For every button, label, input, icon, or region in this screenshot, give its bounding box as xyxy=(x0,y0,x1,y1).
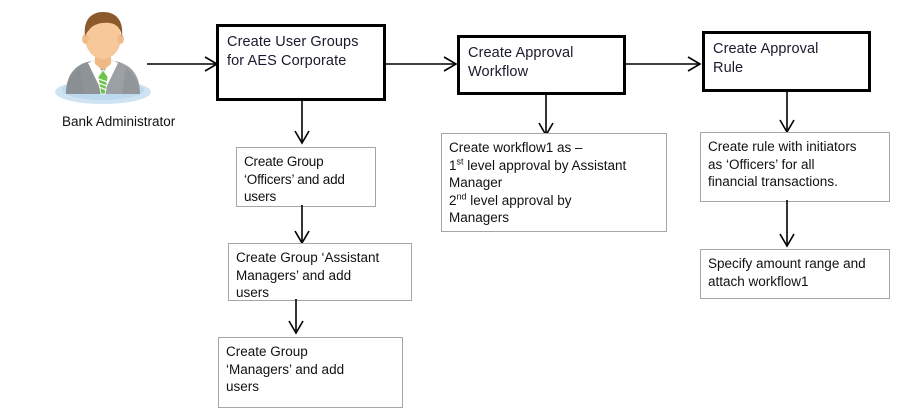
node-rule-initiators-note[interactable]: Create rule with initiators as ‘Officers… xyxy=(700,132,890,202)
node-create-group-officers-label: Create Group ‘Officers’ and add users xyxy=(244,154,345,205)
workflow-note-line-5: Managers xyxy=(449,210,510,226)
connector-rule-to-initiators-note xyxy=(775,90,799,138)
business-person-avatar-icon xyxy=(48,8,158,108)
connector-actor-to-create-user-groups xyxy=(145,52,223,76)
node-workflow-detail-note[interactable]: Create workflow1 as – 1st level approval… xyxy=(441,133,667,232)
node-create-group-assistant-managers[interactable]: Create Group ‘Assistant Managers’ and ad… xyxy=(228,243,412,301)
node-create-approval-workflow-label: Create Approval Workflow xyxy=(468,45,574,80)
workflow-note-line-1: Create workflow1 as – xyxy=(449,140,583,155)
connector-initiators-note-to-amount-note xyxy=(775,200,799,252)
node-rule-amount-note-label: Specify amount range and attach workflow… xyxy=(708,256,866,289)
node-create-approval-rule[interactable]: Create Approval Rule xyxy=(702,31,871,92)
connector-workflow-to-rule xyxy=(624,52,706,76)
actor-label: Bank Administrator xyxy=(62,114,176,129)
node-create-approval-rule-label: Create Approval Rule xyxy=(713,41,819,76)
workflow-note-line-3: Manager xyxy=(449,175,503,191)
node-create-group-assistant-managers-label: Create Group ‘Assistant Managers’ and ad… xyxy=(236,250,380,301)
node-rule-initiators-note-label: Create rule with initiators as ‘Officers… xyxy=(708,139,857,190)
node-create-group-managers[interactable]: Create Group ‘Managers’ and add users xyxy=(218,337,403,408)
workflow-note-line-4: 2nd level approval by xyxy=(449,191,572,208)
node-create-user-groups-label: Create User Groups for AES Corporate xyxy=(227,34,359,69)
connector-user-groups-to-officers xyxy=(290,99,314,149)
node-rule-amount-note[interactable]: Specify amount range and attach workflow… xyxy=(700,249,890,299)
connector-user-groups-to-workflow xyxy=(384,52,462,76)
node-create-user-groups[interactable]: Create User Groups for AES Corporate xyxy=(216,24,386,101)
node-create-group-officers[interactable]: Create Group ‘Officers’ and add users xyxy=(236,147,376,207)
workflow-note-line-2: 1st level approval by Assistant xyxy=(449,156,627,173)
node-create-group-managers-label: Create Group ‘Managers’ and add users xyxy=(226,344,345,395)
node-create-approval-workflow[interactable]: Create Approval Workflow xyxy=(457,35,626,95)
connector-assistant-managers-to-managers xyxy=(284,299,308,343)
